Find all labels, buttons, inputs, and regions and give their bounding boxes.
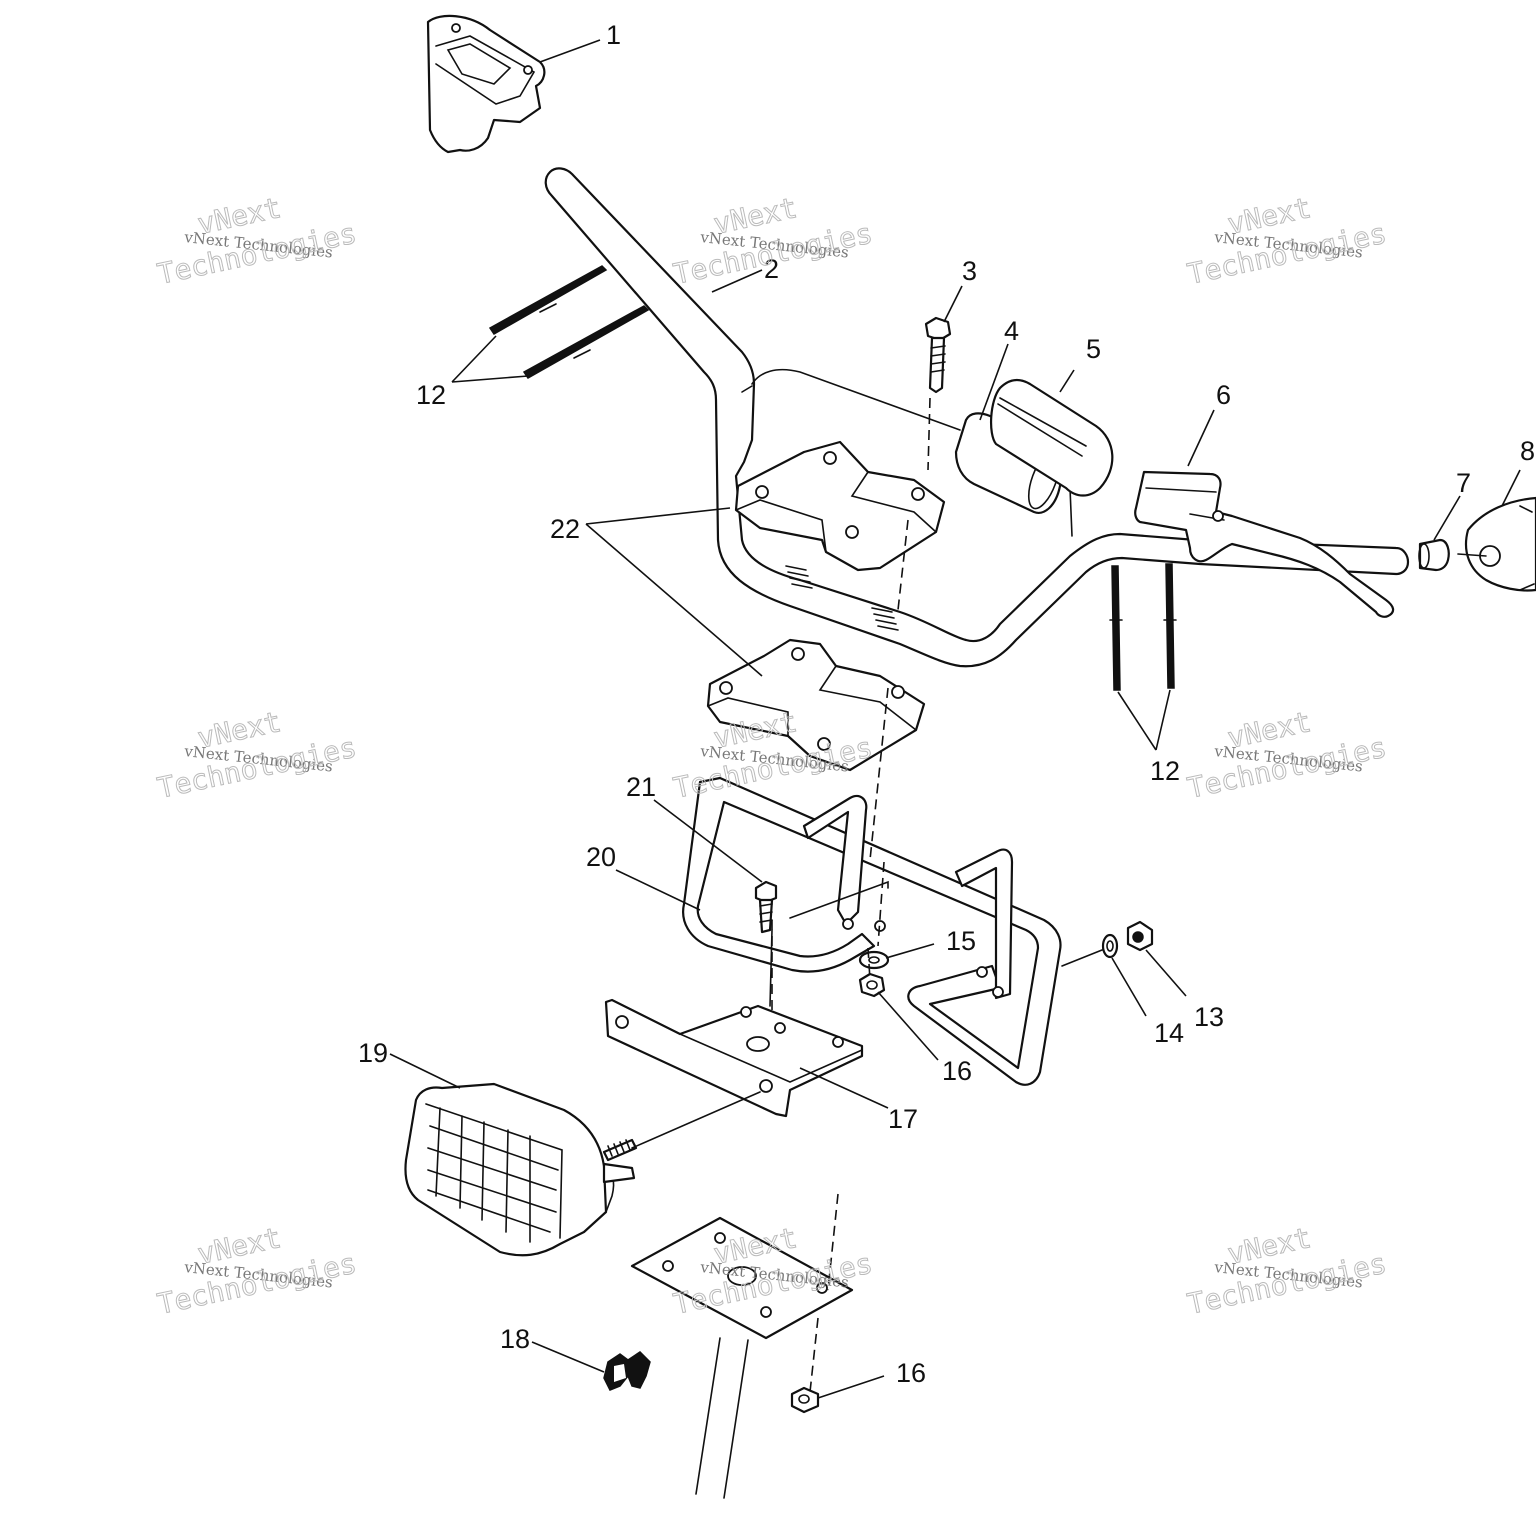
headlight-part [404, 1082, 638, 1257]
callout-2: 2 [764, 254, 779, 284]
lower-mounting-plate-part [630, 1216, 854, 1340]
nut-13-part [1126, 920, 1154, 952]
callout-12-upper: 12 [416, 380, 446, 410]
grip-sleeve-part [990, 378, 1114, 497]
callout-15: 15 [946, 926, 976, 956]
callout-13: 13 [1194, 1002, 1224, 1032]
assembly-center-lines [631, 397, 1487, 1393]
threaded-rod-upper-left [488, 265, 650, 379]
callout-7: 7 [1456, 468, 1471, 498]
bolt-part [924, 316, 952, 394]
nut-16-upper-part [858, 972, 886, 998]
callout-12-lower: 12 [1150, 756, 1180, 786]
nut-16-lower-part [790, 1386, 820, 1414]
washer-14-part [1101, 933, 1119, 959]
knurl-marks [785, 565, 899, 631]
callout-17: 17 [888, 1104, 918, 1134]
callout-labels: 1 2 3 4 5 6 7 8 12 12 22 21 20 15 14 13 … [358, 20, 1535, 1388]
watermark-4: vNext vNext Technologies Technologies [154, 705, 360, 806]
washer-15-part [858, 950, 890, 970]
callout-14: 14 [1154, 1018, 1184, 1048]
throttle-housing-part [1464, 496, 1536, 592]
headlight-guard-part [682, 776, 1062, 1086]
watermark-6: vNext vNext Technologies Technologies [1184, 705, 1390, 806]
callout-6: 6 [1216, 380, 1231, 410]
callout-20: 20 [586, 842, 616, 872]
watermark-1: vNext vNext Technologies Technologies [154, 191, 360, 292]
threaded-rod-lower-right [1109, 563, 1177, 691]
callout-21: 21 [626, 772, 656, 802]
callout-3: 3 [962, 256, 977, 286]
upper-clamp-part [734, 440, 946, 572]
callout-1: 1 [606, 20, 621, 50]
callout-19: 19 [358, 1038, 388, 1068]
callout-5: 5 [1086, 334, 1101, 364]
clip-part [603, 1351, 651, 1391]
callout-16-upper: 16 [942, 1056, 972, 1086]
callout-16-lower: 16 [896, 1358, 926, 1388]
watermark-7: vNext vNext Technologies Technologies [154, 1221, 360, 1322]
guard-bolt-part [754, 880, 778, 934]
leader-lines [389, 39, 1521, 1399]
callout-18: 18 [500, 1324, 530, 1354]
lower-clamp-part [706, 638, 926, 772]
callout-8: 8 [1520, 436, 1535, 466]
callout-4: 4 [1004, 316, 1019, 346]
steering-stem-part [695, 1337, 749, 1499]
mounting-bracket-part [604, 998, 864, 1118]
master-cylinder-part [426, 14, 546, 154]
spacer-part [1418, 538, 1450, 572]
brake-lever-assembly-part [1134, 470, 1395, 618]
watermarks: vNext vNext Technologies Technologies vN… [154, 191, 1390, 1322]
watermark-3: vNext vNext Technologies Technologies [1184, 191, 1390, 292]
watermark-9: vNext vNext Technologies Technologies [1184, 1221, 1390, 1322]
callout-22: 22 [550, 514, 580, 544]
